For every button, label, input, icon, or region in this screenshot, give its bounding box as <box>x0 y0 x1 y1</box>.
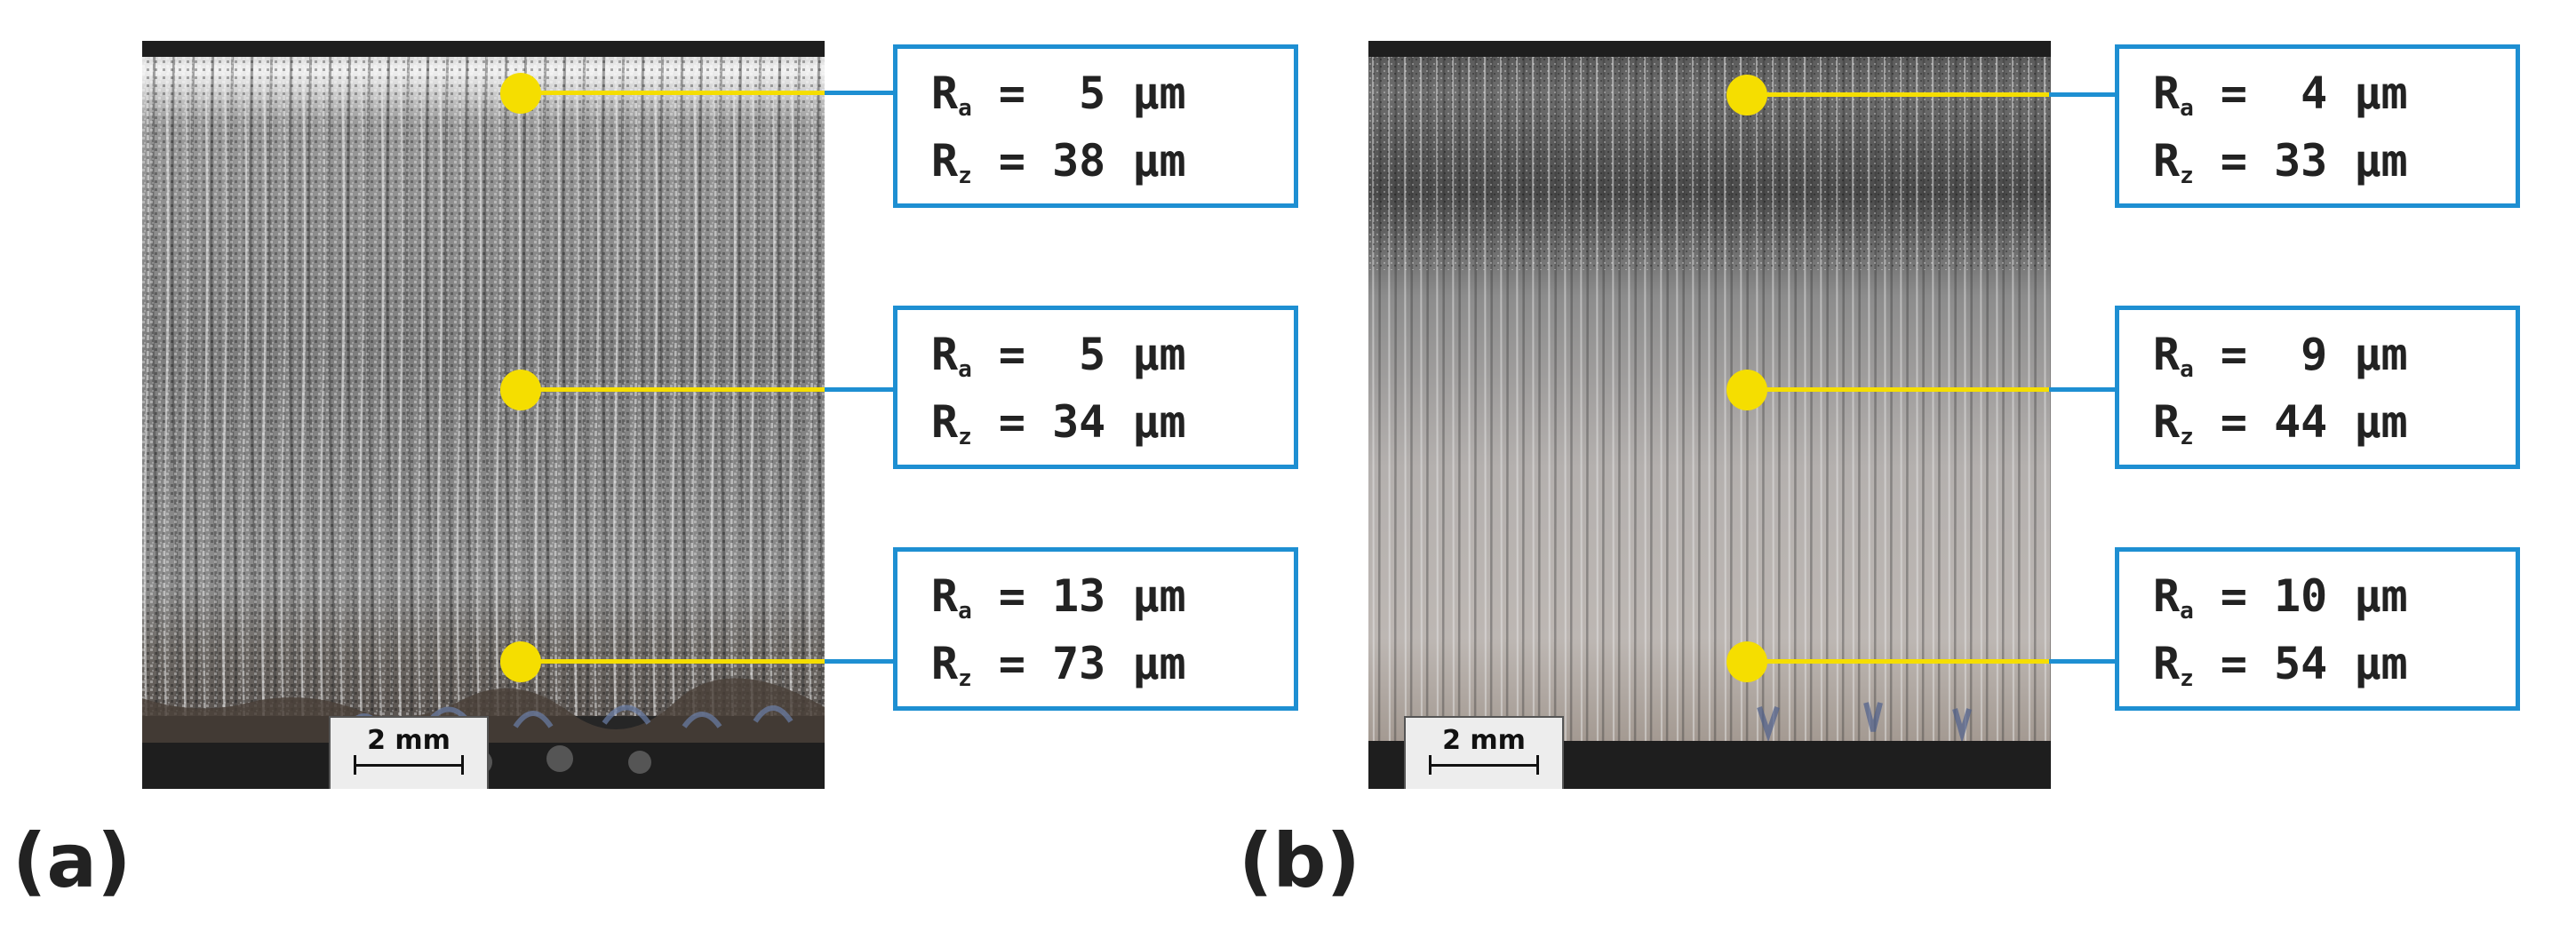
leader-line-middle-a <box>521 387 827 392</box>
cut-surface-photo-b: 2 mm <box>1368 41 2051 789</box>
panel-a: 2 mm Ra = 5 µm Rz = 38 µm Ra = 5 µm Rz =… <box>0 0 1298 947</box>
leader-connector-middle-a <box>825 387 896 392</box>
measurement-point-bottom-a <box>500 641 541 682</box>
scale-bar-line <box>354 764 464 767</box>
rz-row: Rz = 33 µm <box>2153 135 2408 189</box>
striation-texture-b <box>1368 41 2051 789</box>
leader-line-top-b <box>1747 92 2049 97</box>
measurement-point-middle-a <box>500 370 541 410</box>
rz-row: Rz = 38 µm <box>931 135 1186 189</box>
leader-connector-middle-b <box>2049 387 2125 392</box>
roughness-box-bottom-b: Ra = 10 µm Rz = 54 µm <box>2115 547 2520 711</box>
leader-line-bottom-b <box>1747 659 2049 664</box>
scale-bar-tick-left <box>1429 755 1432 775</box>
leader-connector-bottom-a <box>825 659 896 664</box>
ra-row: Ra = 5 µm <box>931 329 1186 383</box>
scale-bar-b: 2 mm <box>1404 716 1564 789</box>
scale-bar-a: 2 mm <box>329 716 489 789</box>
scale-bar-tick-right <box>461 755 464 775</box>
ra-row: Ra = 4 µm <box>2153 68 2408 122</box>
cut-surface-photo-a: 2 mm <box>142 41 825 789</box>
roughness-box-top-b: Ra = 4 µm Rz = 33 µm <box>2115 44 2520 208</box>
rz-row: Rz = 44 µm <box>2153 396 2408 450</box>
measurement-point-top-b <box>1727 75 1767 115</box>
ra-row: Ra = 10 µm <box>2153 570 2408 625</box>
roughness-box-middle-b: Ra = 9 µm Rz = 44 µm <box>2115 306 2520 469</box>
rz-row: Rz = 73 µm <box>931 638 1186 692</box>
measurement-point-bottom-b <box>1727 641 1767 682</box>
panel-label-a: (a) <box>12 817 132 904</box>
scale-bar-line <box>1429 764 1539 767</box>
scale-bar-label: 2 mm <box>367 725 451 756</box>
roughness-box-bottom-a: Ra = 13 µm Rz = 73 µm <box>893 547 1298 711</box>
leader-line-middle-b <box>1747 387 2049 392</box>
striation-texture-a <box>142 41 825 789</box>
leader-connector-top-b <box>2049 92 2125 97</box>
rz-row: Rz = 54 µm <box>2153 638 2408 692</box>
scale-bar-tick-left <box>354 755 356 775</box>
rz-row: Rz = 34 µm <box>931 396 1186 450</box>
measurement-point-middle-b <box>1727 370 1767 410</box>
roughness-box-top-a: Ra = 5 µm Rz = 38 µm <box>893 44 1298 208</box>
ra-row: Ra = 13 µm <box>931 570 1186 625</box>
measurement-point-top-a <box>500 73 541 114</box>
leader-line-bottom-a <box>521 659 827 664</box>
panel-label-b: (b) <box>1239 817 1360 904</box>
leader-connector-bottom-b <box>2049 659 2125 664</box>
leader-line-top-a <box>521 91 827 95</box>
ra-row: Ra = 9 µm <box>2153 329 2408 383</box>
leader-connector-top-a <box>825 91 896 95</box>
panel-b: 2 mm Ra = 4 µm Rz = 33 µm Ra = 9 µm Rz =… <box>1232 0 2520 947</box>
roughness-box-middle-a: Ra = 5 µm Rz = 34 µm <box>893 306 1298 469</box>
scale-bar-label: 2 mm <box>1442 725 1526 756</box>
scale-bar-tick-right <box>1536 755 1539 775</box>
ra-row: Ra = 5 µm <box>931 68 1186 122</box>
